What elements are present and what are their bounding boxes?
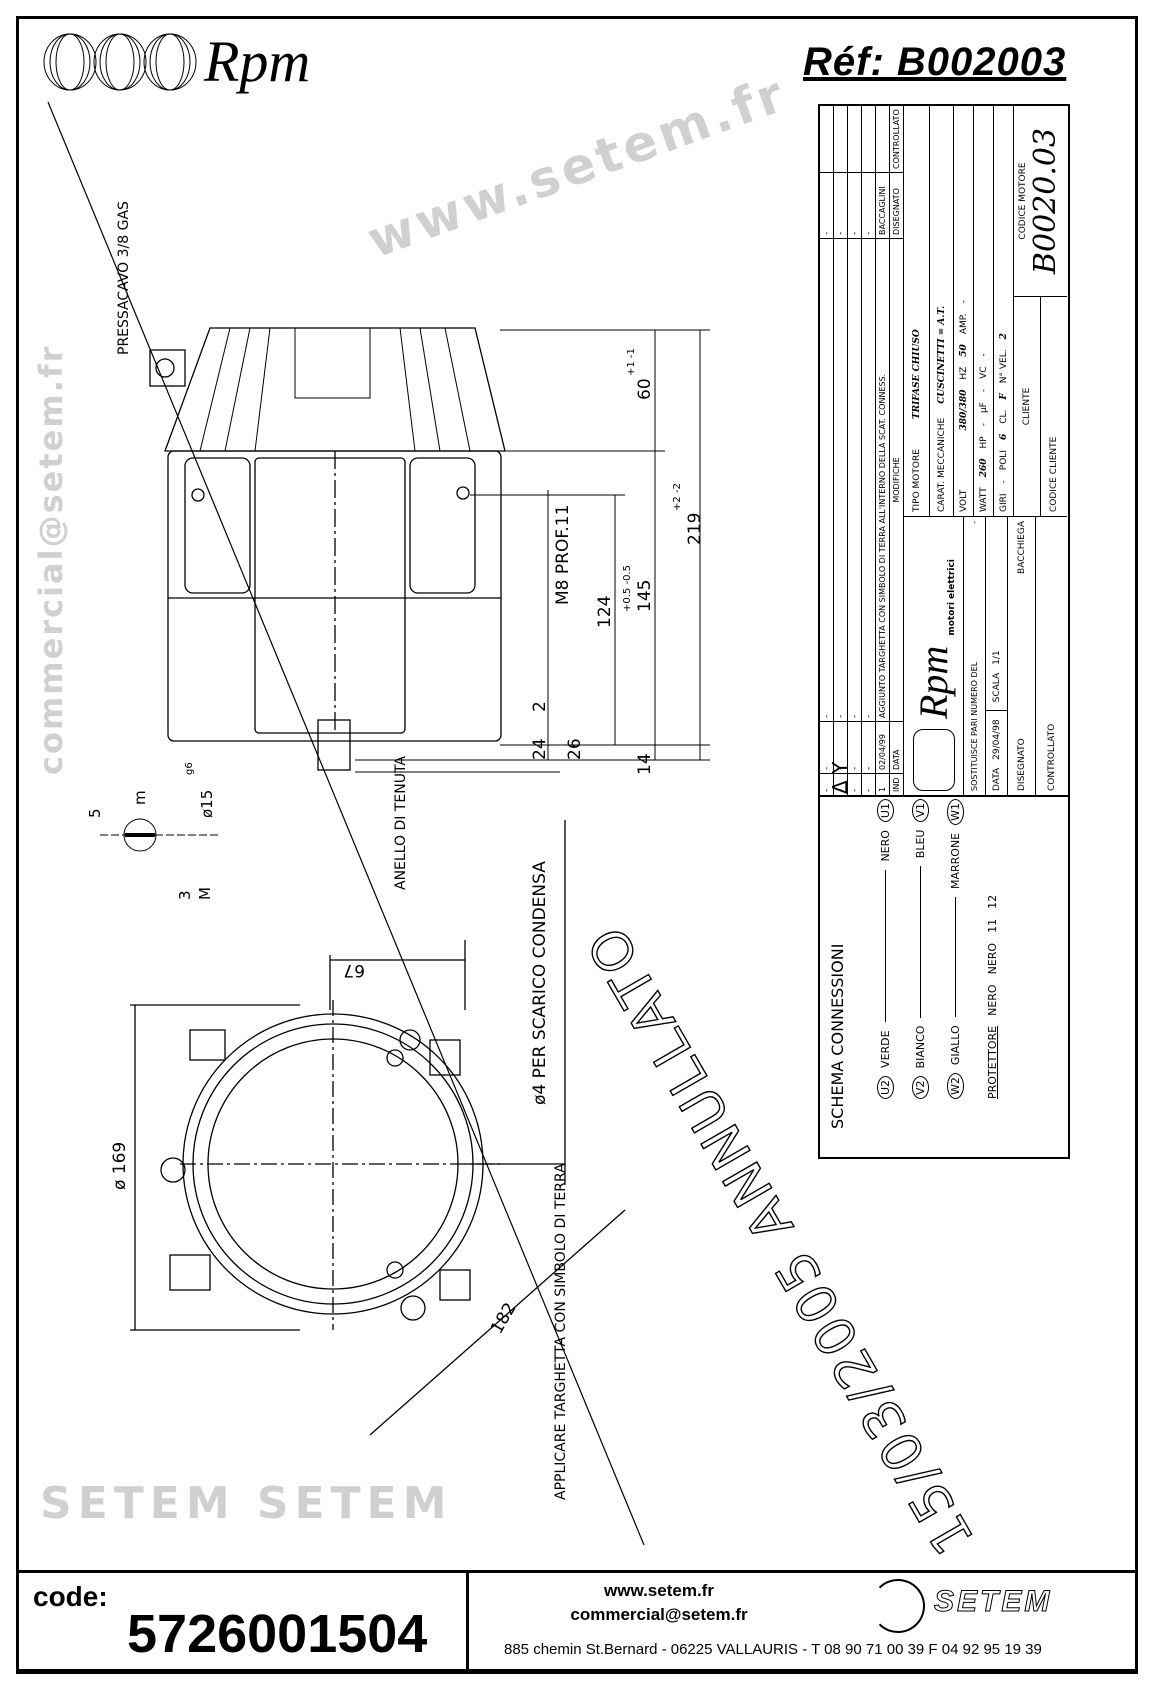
website-link[interactable]: www.setem.fr [604,1581,714,1600]
sheet-border [16,16,1138,1672]
code-value: 5726001504 [127,1604,428,1664]
dim-124: 124 [595,596,615,628]
plate-label: APPLICARE TARGHETTA CON SIMBOLO DI TERRA [553,1163,569,1500]
shaft-section [100,818,220,852]
rpm-logo-text: Rpm [204,29,311,94]
shaft-dim-5: 5 [86,808,104,818]
coil-logo-icon [912,729,955,791]
revision-row: ---- [862,106,876,795]
motor-side-view [149,327,506,771]
shaft-dim-15: ø15 [198,790,216,818]
dimension-texts: 60 +1 -1 219 +2 -2 145 +0.5 -0.5 124 M8 … [86,201,705,1500]
winding-icon [920,866,921,1018]
revision-row: ---- [848,106,862,795]
rpm-logo-coils-icon [43,33,197,91]
revision-row: ---- [820,106,834,795]
watermark-email: commercial@setem.fr [32,344,70,775]
dim-169: ø 169 [110,1142,130,1190]
dim-145-tolerance: +0.5 -0.5 [622,565,633,612]
schema-title: SCHEMA CONNESSIONI [828,943,847,1129]
m8-hole-label: M8 PROF.11 [553,505,573,605]
side-dimension-lines [355,329,710,773]
drain-label: ø4 PER SCARICO CONDENSA [530,861,550,1105]
motor-code: B0020.03 [1028,127,1063,275]
dim-145: 145 [635,580,655,612]
dim-182: 182 [487,1299,521,1337]
footer: code: 5726001504 www.setem.fr commercial… [16,1570,1138,1674]
dim-14: 14 [635,753,655,775]
dim-60: 60 [635,378,655,400]
dim-26: 26 [565,738,585,760]
cable-gland-label: PRESSACAVO 3/8 GAS [116,201,132,355]
watermark-brand: SETEM SETEM [40,1478,453,1529]
dim-60-tolerance: +1 -1 [626,348,637,376]
setem-swirl-icon [871,1579,925,1633]
seal-label: ANELLO DI TENUTA [393,756,409,890]
revision-row: ---- [834,106,848,795]
email-link[interactable]: commercial@setem.fr [570,1605,748,1624]
dim-219: 219 [685,513,705,545]
motor-end-view [130,820,626,1436]
code-box: code: 5726001504 [19,1573,469,1671]
shaft-fit-g6: g6 [184,762,195,775]
dim-219-tolerance: +2 -2 [672,483,683,511]
dim-2: 2 [530,701,550,712]
shaft-dim-3: 3 [176,890,194,900]
shaft-dim-M: M [196,887,214,900]
shaft-dim-m: m [131,790,149,805]
rpm-title-logo: Rpm motori elettrici [904,517,964,795]
reference-number: Réf: B002003 [803,40,1067,84]
code-label: code: [33,1581,108,1612]
diagonal-line [47,101,645,1546]
address: 885 chemin St.Bernard - 06225 VALLAURIS … [504,1641,1042,1658]
winding-icon [885,869,886,1023]
winding-icon [955,897,956,1018]
dim-24: 24 [530,738,550,760]
setem-logo-text: SETEM [933,1585,1053,1619]
dim-67: 67 [343,960,365,980]
